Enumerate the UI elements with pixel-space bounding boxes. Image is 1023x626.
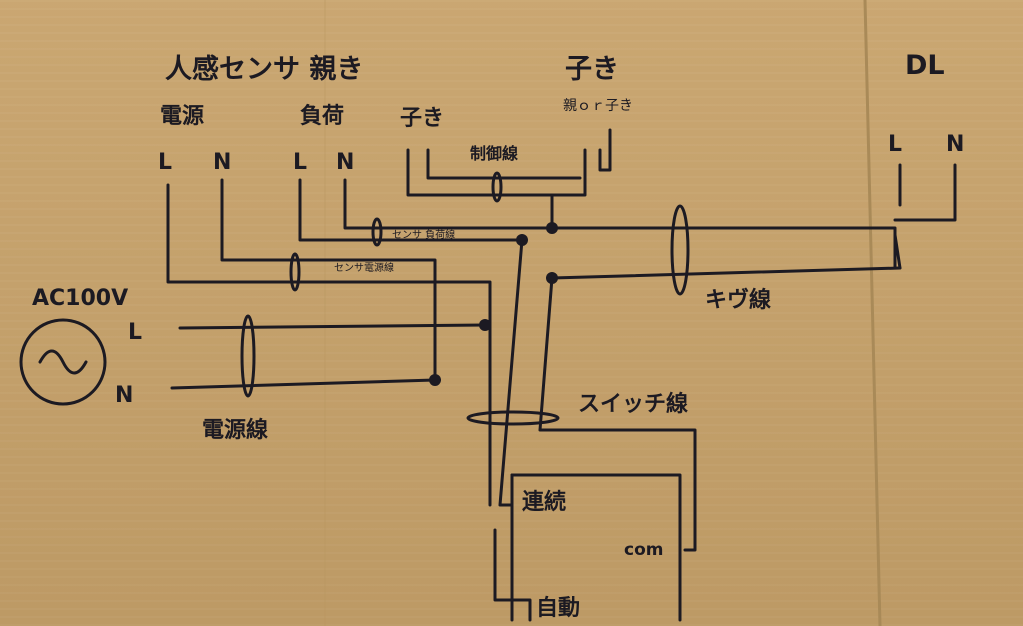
power-cable-label: 電源線 xyxy=(202,418,269,443)
auto-label: 自動 xyxy=(536,596,581,621)
terminal-n-load: N xyxy=(336,150,355,175)
dl-terminal-l: L xyxy=(888,132,903,157)
ac-l-line xyxy=(178,323,487,330)
sensor-power-n-wire xyxy=(220,178,437,382)
ac-l-label: L xyxy=(128,320,143,345)
control-wire-outer xyxy=(406,148,587,197)
continuous-label: 連続 xyxy=(522,490,567,515)
child-unit-wire xyxy=(598,128,612,172)
dl-n-terminal-wire xyxy=(893,163,957,222)
load-l-wire xyxy=(298,178,524,242)
ac-label: AC100V xyxy=(32,286,129,311)
control-wire-inner xyxy=(426,148,582,180)
switch-wire-2 xyxy=(538,276,697,552)
child-label-left: 子き xyxy=(400,106,445,131)
ac-n-label: N xyxy=(115,383,134,408)
junction-dot xyxy=(516,234,528,246)
dl-label: DL xyxy=(905,50,945,81)
terminal-l-load: L xyxy=(293,150,308,175)
dl-terminal-n: N xyxy=(946,132,965,157)
com-label: com xyxy=(624,540,664,560)
kiv-wire-lower xyxy=(550,266,902,280)
switch-wire-label: スイッチ線 xyxy=(578,392,689,417)
ac-source-circle xyxy=(19,318,107,406)
switch-box-right xyxy=(510,473,682,622)
terminal-l-power: L xyxy=(158,150,173,175)
sensor-load-wire-label: センサ 負荷線 xyxy=(392,230,456,241)
sensor-power-wire-label: センサ電源線 xyxy=(334,263,394,274)
junction-dot xyxy=(429,374,441,386)
ac-sine-wave xyxy=(38,349,88,375)
parent-child-note: 親ｏｒ子き xyxy=(563,98,633,114)
terminal-n-power: N xyxy=(213,150,232,175)
sensor-power-l-wire xyxy=(166,183,492,507)
auto-wire xyxy=(493,528,532,622)
power-label: 電源 xyxy=(160,104,205,129)
junction-dot xyxy=(479,319,491,331)
fold-line xyxy=(863,0,882,626)
switch-wire-1 xyxy=(498,238,524,507)
junction-dot xyxy=(546,222,558,234)
kiv-wire-label: キヴ線 xyxy=(705,288,772,313)
ac-n-line xyxy=(170,378,437,390)
load-n-wire xyxy=(343,178,897,270)
child-label-right: 子き xyxy=(565,54,619,85)
junction-dot xyxy=(546,272,558,284)
load-label: 負荷 xyxy=(300,104,345,129)
sensor-parent-title: 人感センサ 親き xyxy=(165,54,364,85)
dl-link-wire xyxy=(893,233,902,270)
control-wire-label: 制御線 xyxy=(470,144,519,163)
